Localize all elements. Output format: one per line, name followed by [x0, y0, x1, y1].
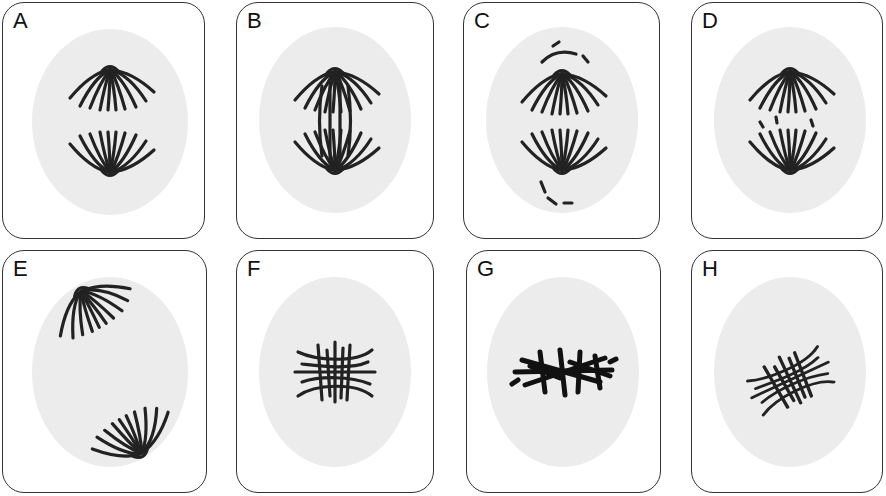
panel-letter: A — [13, 9, 28, 33]
stage-panel: B — [236, 2, 434, 239]
stage-panel: F — [236, 250, 434, 493]
chromosomes — [86, 397, 180, 477]
chromosomes — [295, 69, 379, 113]
panel-letter: B — [247, 9, 262, 33]
chromosomes — [522, 130, 606, 174]
chromosomes — [542, 52, 576, 62]
condensed-chromosomes — [578, 352, 580, 392]
condensed-chromosomes — [512, 350, 616, 395]
chromosomes — [45, 42, 839, 476]
panel-letter: E — [13, 257, 28, 281]
stage-panel: D — [691, 2, 883, 239]
chromosomes — [70, 132, 154, 176]
cell-outlines — [714, 27, 866, 213]
chromosomes — [583, 56, 588, 62]
condensed-chromosomes — [512, 380, 518, 384]
condensed-chromosomes — [530, 366, 560, 378]
chromosomes — [295, 342, 375, 402]
cell-outlines — [259, 277, 411, 467]
stage-panel: A — [2, 2, 205, 239]
stage-panel: E — [2, 250, 207, 493]
panel-letter: D — [702, 9, 718, 33]
chromosomes — [320, 86, 323, 156]
chromosomes — [541, 182, 545, 192]
panel-letter: F — [247, 257, 260, 281]
chromosomes — [548, 198, 556, 204]
stage-panel: C — [463, 2, 660, 239]
chromosomes — [741, 339, 839, 421]
chromosomes — [348, 86, 351, 156]
chromosomes — [338, 82, 341, 160]
panel-letter: G — [477, 257, 494, 281]
chromosomes — [760, 122, 763, 127]
condensed-chromosomes — [570, 362, 610, 376]
chromosomes — [553, 42, 559, 46]
stage-panel: H — [691, 250, 883, 493]
cell-outlines — [32, 27, 866, 467]
cell-outlines — [714, 277, 866, 467]
cell-outlines — [486, 27, 638, 213]
chromosomes — [564, 201, 572, 204]
cell-outlines — [259, 27, 411, 213]
chromosomes — [750, 69, 834, 113]
condensed-chromosomes — [610, 359, 616, 362]
cell-outlines — [32, 29, 188, 215]
chromosomes — [750, 130, 834, 174]
chromosomes — [295, 130, 379, 174]
chromosomes — [776, 117, 777, 123]
condensed-chromosomes — [560, 350, 565, 395]
chromosomes — [522, 71, 606, 115]
cell-outlines — [32, 277, 188, 467]
stage-panel: G — [466, 250, 661, 493]
cell-outlines — [487, 277, 639, 467]
chromosomes — [70, 67, 154, 111]
chromosomes — [811, 120, 813, 126]
panel-letter: H — [702, 257, 718, 281]
chromosomes — [328, 82, 331, 160]
chromosomes — [45, 267, 139, 347]
panel-letter: C — [474, 9, 490, 33]
